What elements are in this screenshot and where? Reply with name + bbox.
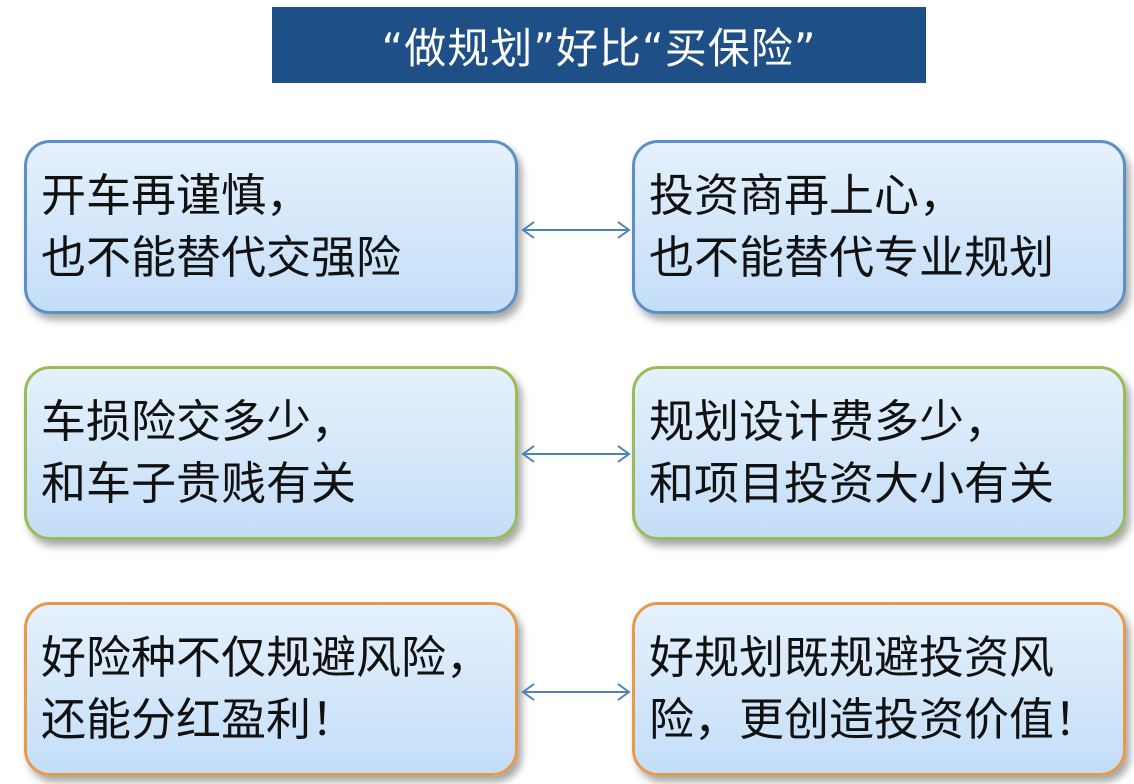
row1-right-line1: 投资商再上心，: [649, 169, 965, 222]
row3-right-box: 好规划既规避投资风 险，更创造投资价值！: [632, 602, 1126, 776]
row3-right-line1: 好规划既规避投资风: [649, 631, 1055, 684]
row3-left-box: 好险种不仅规避风险， 还能分红盈利！: [24, 602, 518, 776]
row1-left-line2: 也不能替代交强险: [41, 231, 402, 284]
row2-left-line1: 车损险交多少，: [41, 395, 357, 448]
page-title: “做规划”好比“买保险”: [272, 7, 926, 83]
double-arrow-icon: [521, 221, 631, 239]
row1-left-line1: 开车再谨慎，: [41, 169, 312, 222]
row2-right-line1: 规划设计费多少，: [649, 395, 1010, 448]
double-arrow-icon: [521, 683, 631, 701]
row3-left-line2: 还能分红盈利！: [41, 693, 357, 746]
row2-right-box: 规划设计费多少， 和项目投资大小有关: [632, 366, 1126, 540]
row1-right-line2: 也不能替代专业规划: [649, 231, 1055, 284]
row2-left-line2: 和车子贵贱有关: [41, 457, 357, 510]
row2-right-line2: 和项目投资大小有关: [649, 457, 1055, 510]
row3-right-line2: 险，更创造投资价值！: [649, 693, 1100, 746]
row3-left-line1: 好险种不仅规避风险，: [41, 631, 492, 684]
row1-left-box: 开车再谨慎， 也不能替代交强险: [24, 140, 518, 314]
row1-right-box: 投资商再上心， 也不能替代专业规划: [632, 140, 1126, 314]
row2-left-box: 车损险交多少， 和车子贵贱有关: [24, 366, 518, 540]
double-arrow-icon: [521, 445, 631, 463]
